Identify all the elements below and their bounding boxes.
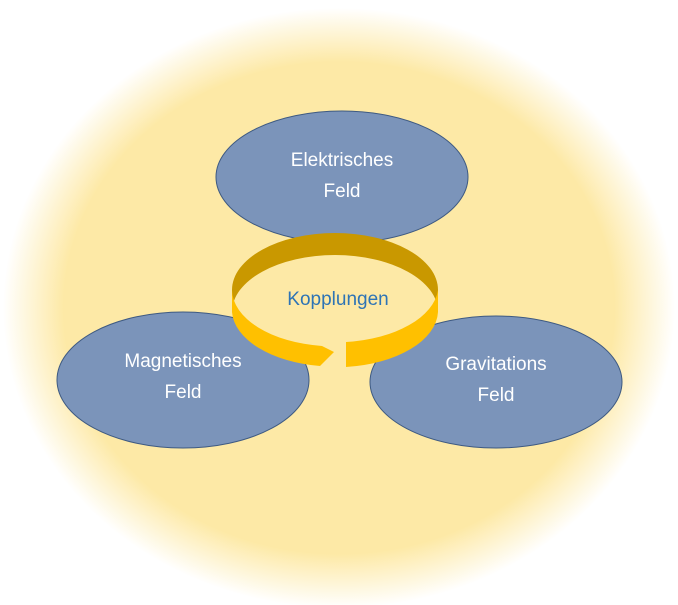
node-magnetic-field: Magnetisches Feld	[56, 311, 310, 449]
ring-inner-fill	[233, 255, 437, 347]
ring-back-band	[232, 233, 438, 312]
node-gravity-shape	[369, 315, 623, 449]
node-electric-field: Elektrisches Feld	[215, 110, 469, 244]
node-magnetic-label-1: Magnetisches	[124, 351, 241, 372]
node-gravity-field: Gravitations Feld	[369, 315, 623, 449]
ring-front-band-right	[346, 290, 438, 367]
node-electric-label-2: Feld	[324, 181, 361, 202]
node-magnetic-label-2: Feld	[165, 382, 202, 403]
node-gravity-label-1: Gravitations	[445, 354, 546, 375]
node-gravity-label-2: Feld	[478, 385, 515, 406]
node-electric-shape	[215, 110, 469, 244]
node-magnetic-shape	[56, 311, 310, 449]
node-electric-label-1: Elektrisches	[291, 150, 393, 171]
ring-front-band-left	[232, 290, 334, 366]
coupling-ring: Kopplungen	[232, 233, 438, 367]
center-label: Kopplungen	[287, 289, 388, 310]
